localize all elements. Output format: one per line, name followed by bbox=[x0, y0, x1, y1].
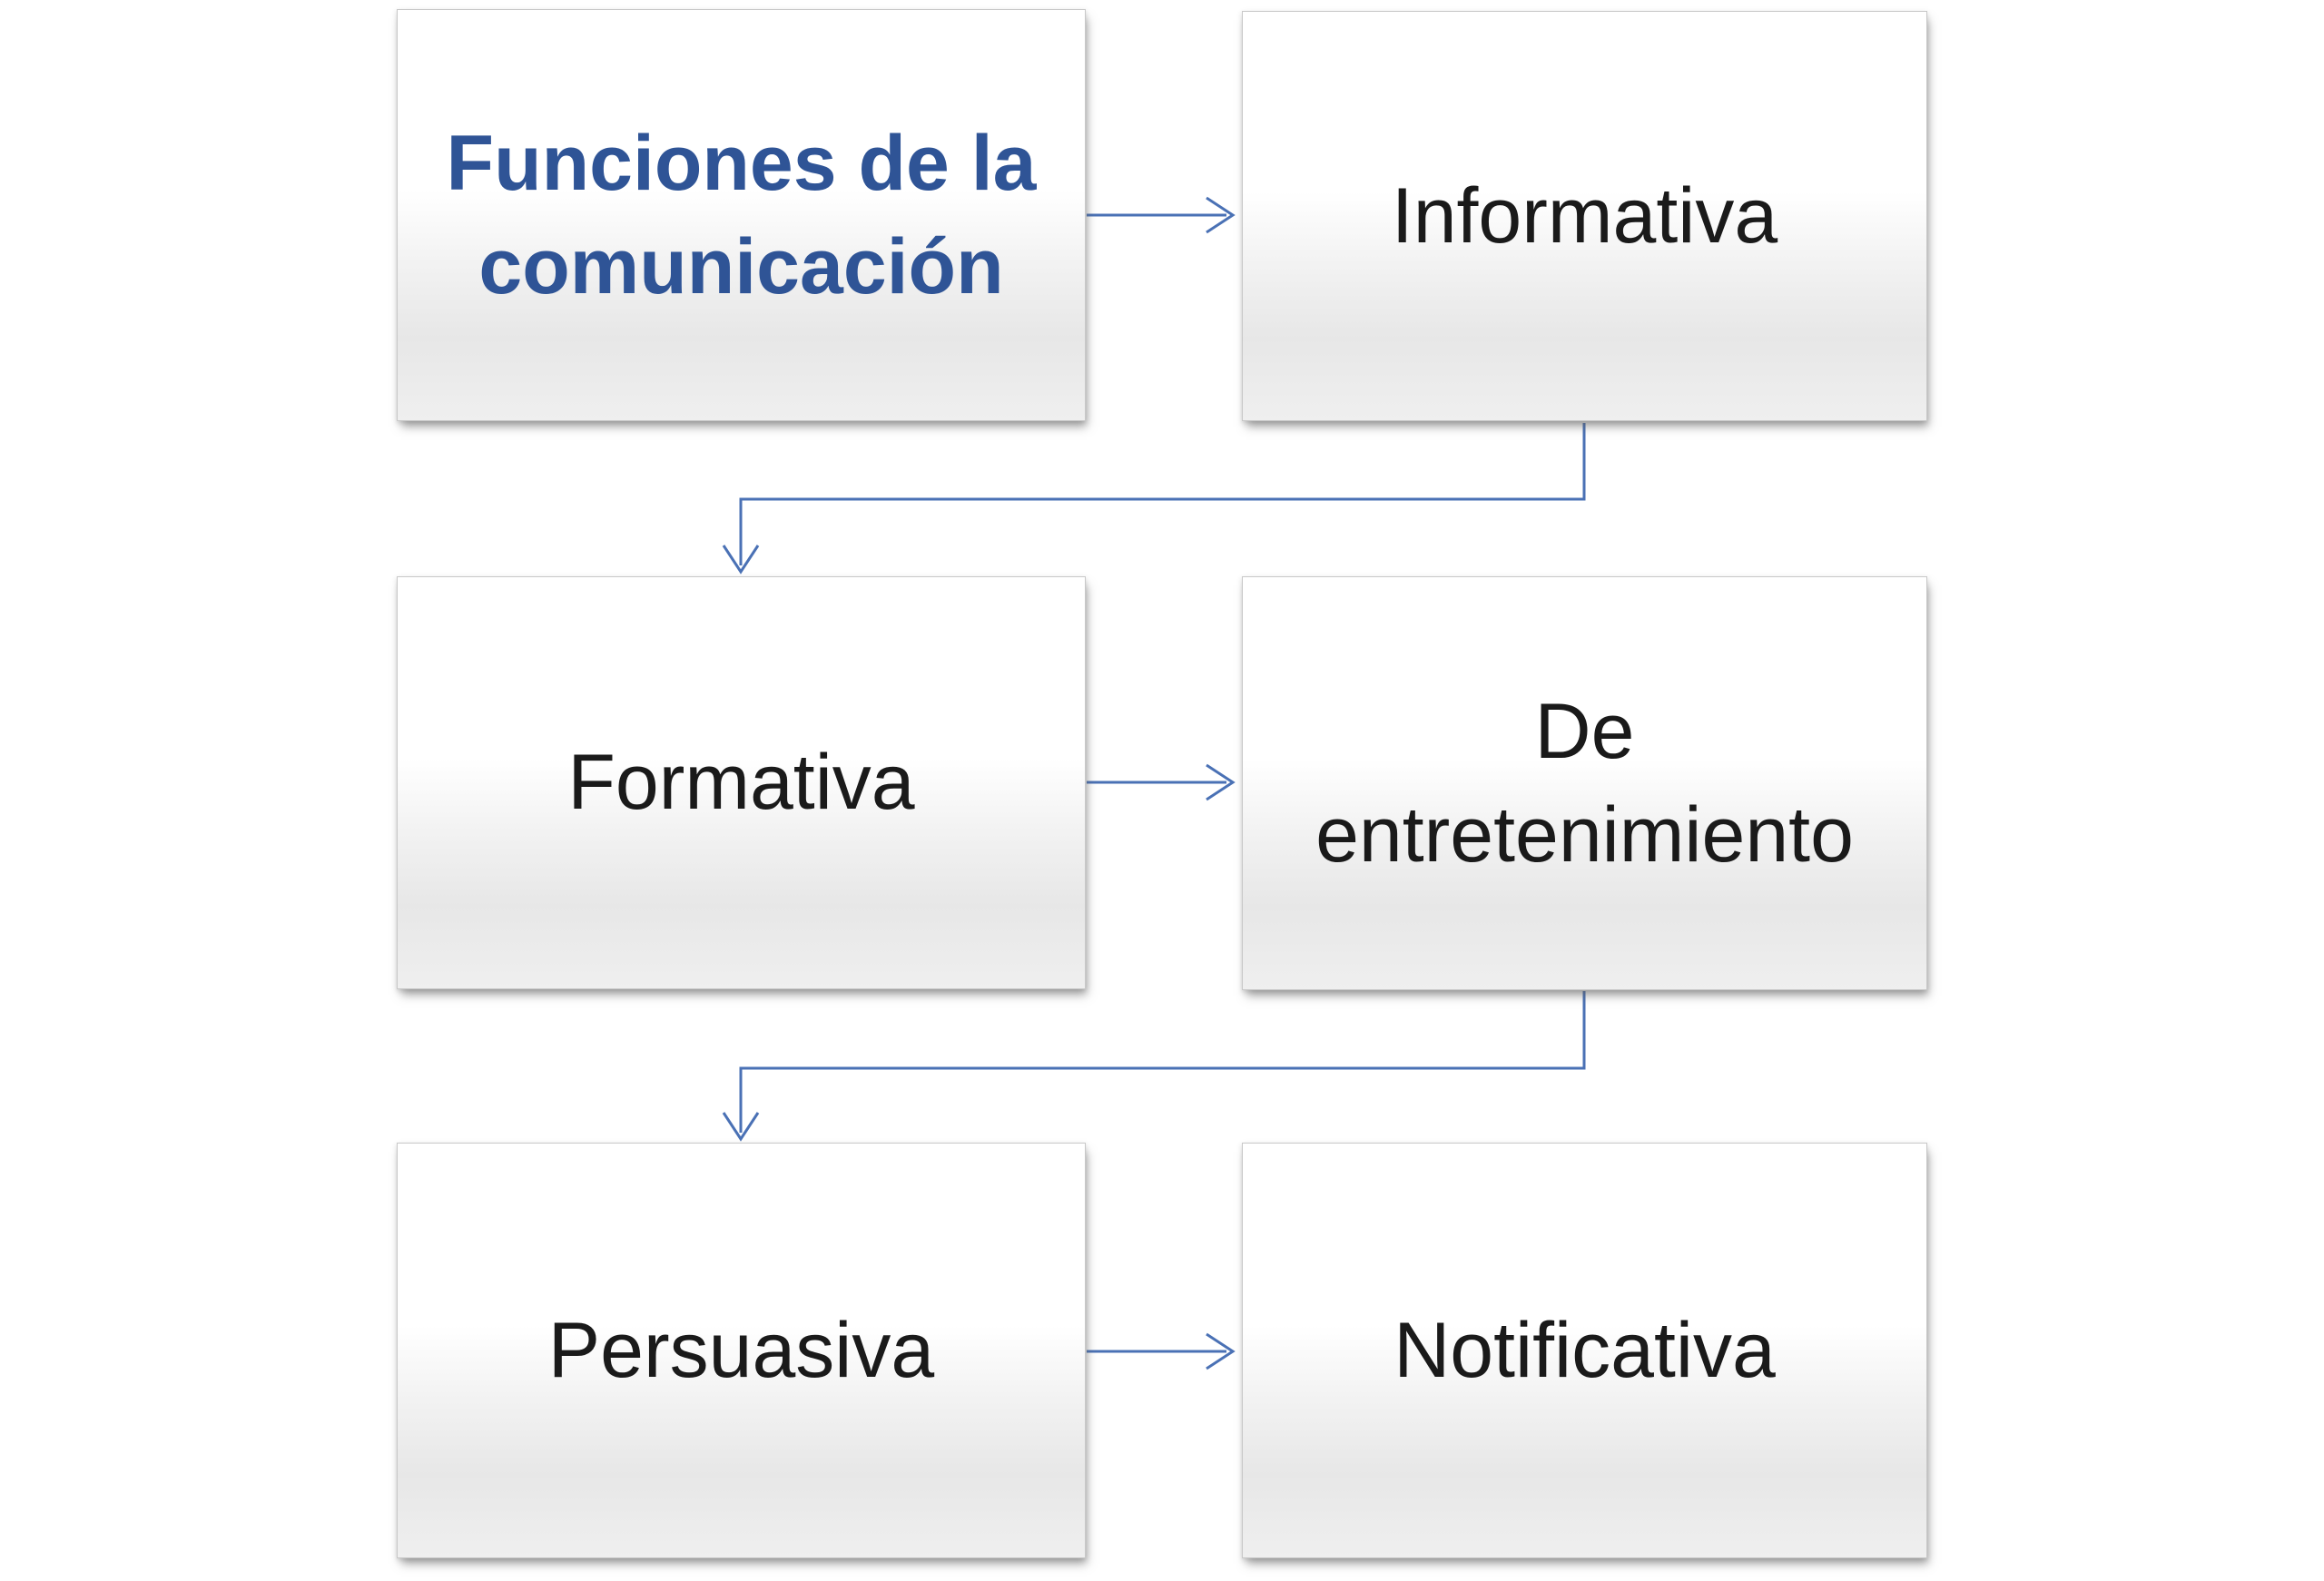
node-formativa-label: Formativa bbox=[567, 739, 915, 827]
connector-persuasiva-to-notificativa bbox=[1087, 1332, 1236, 1370]
arrowhead-right-icon bbox=[1206, 763, 1236, 801]
node-persuasiva: Persuasiva bbox=[397, 1143, 1086, 1558]
connector-informativa-to-formativa bbox=[722, 423, 1586, 574]
arrowhead-down-icon bbox=[722, 545, 760, 574]
node-formativa: Formativa bbox=[397, 576, 1086, 989]
connector-formativa-to-entretenimiento bbox=[1087, 763, 1236, 801]
node-informativa-label: Informativa bbox=[1391, 172, 1778, 260]
arrowhead-down-icon bbox=[722, 1112, 760, 1142]
node-funciones-label: Funciones de la comunicación bbox=[446, 119, 1037, 310]
connector-funciones-to-informativa bbox=[1087, 196, 1236, 234]
node-funciones-de-la-comunicacion: Funciones de la comunicación bbox=[397, 9, 1086, 421]
connector-entretenimiento-to-persuasiva bbox=[722, 991, 1586, 1142]
node-notificativa: Notificativa bbox=[1242, 1143, 1927, 1558]
node-de-entretenimiento: De entretenimiento bbox=[1242, 576, 1927, 990]
arrowhead-right-icon bbox=[1206, 196, 1236, 234]
arrowhead-right-icon bbox=[1206, 1332, 1236, 1370]
node-de-entretenimiento-label: De entretenimiento bbox=[1315, 687, 1854, 879]
node-notificativa-label: Notificativa bbox=[1393, 1306, 1776, 1394]
node-persuasiva-label: Persuasiva bbox=[547, 1306, 935, 1394]
node-informativa: Informativa bbox=[1242, 11, 1927, 421]
